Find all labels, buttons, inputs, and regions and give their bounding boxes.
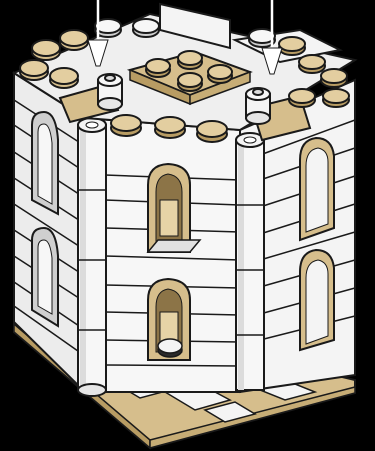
right-connector-pin bbox=[246, 88, 270, 124]
left-column bbox=[78, 118, 106, 396]
right-column bbox=[236, 133, 264, 390]
front-wall bbox=[85, 118, 240, 392]
left-connector-pin bbox=[98, 74, 122, 110]
